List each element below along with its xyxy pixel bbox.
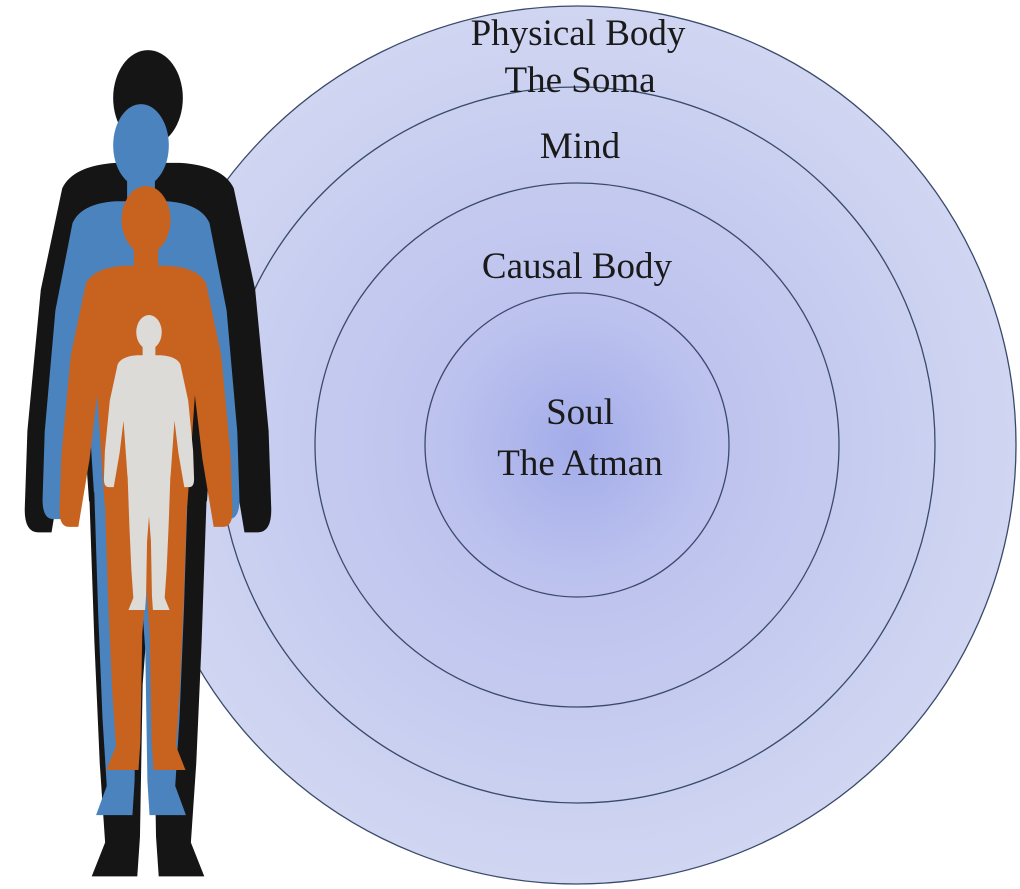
soma-label: The Soma [504,60,655,101]
mind-label: Mind [540,126,621,167]
soul-label: Soul [546,392,614,433]
physical-body-label: Physical Body [471,13,686,54]
causal-body-label: Causal Body [482,246,673,287]
atman-label: The Atman [497,443,662,484]
